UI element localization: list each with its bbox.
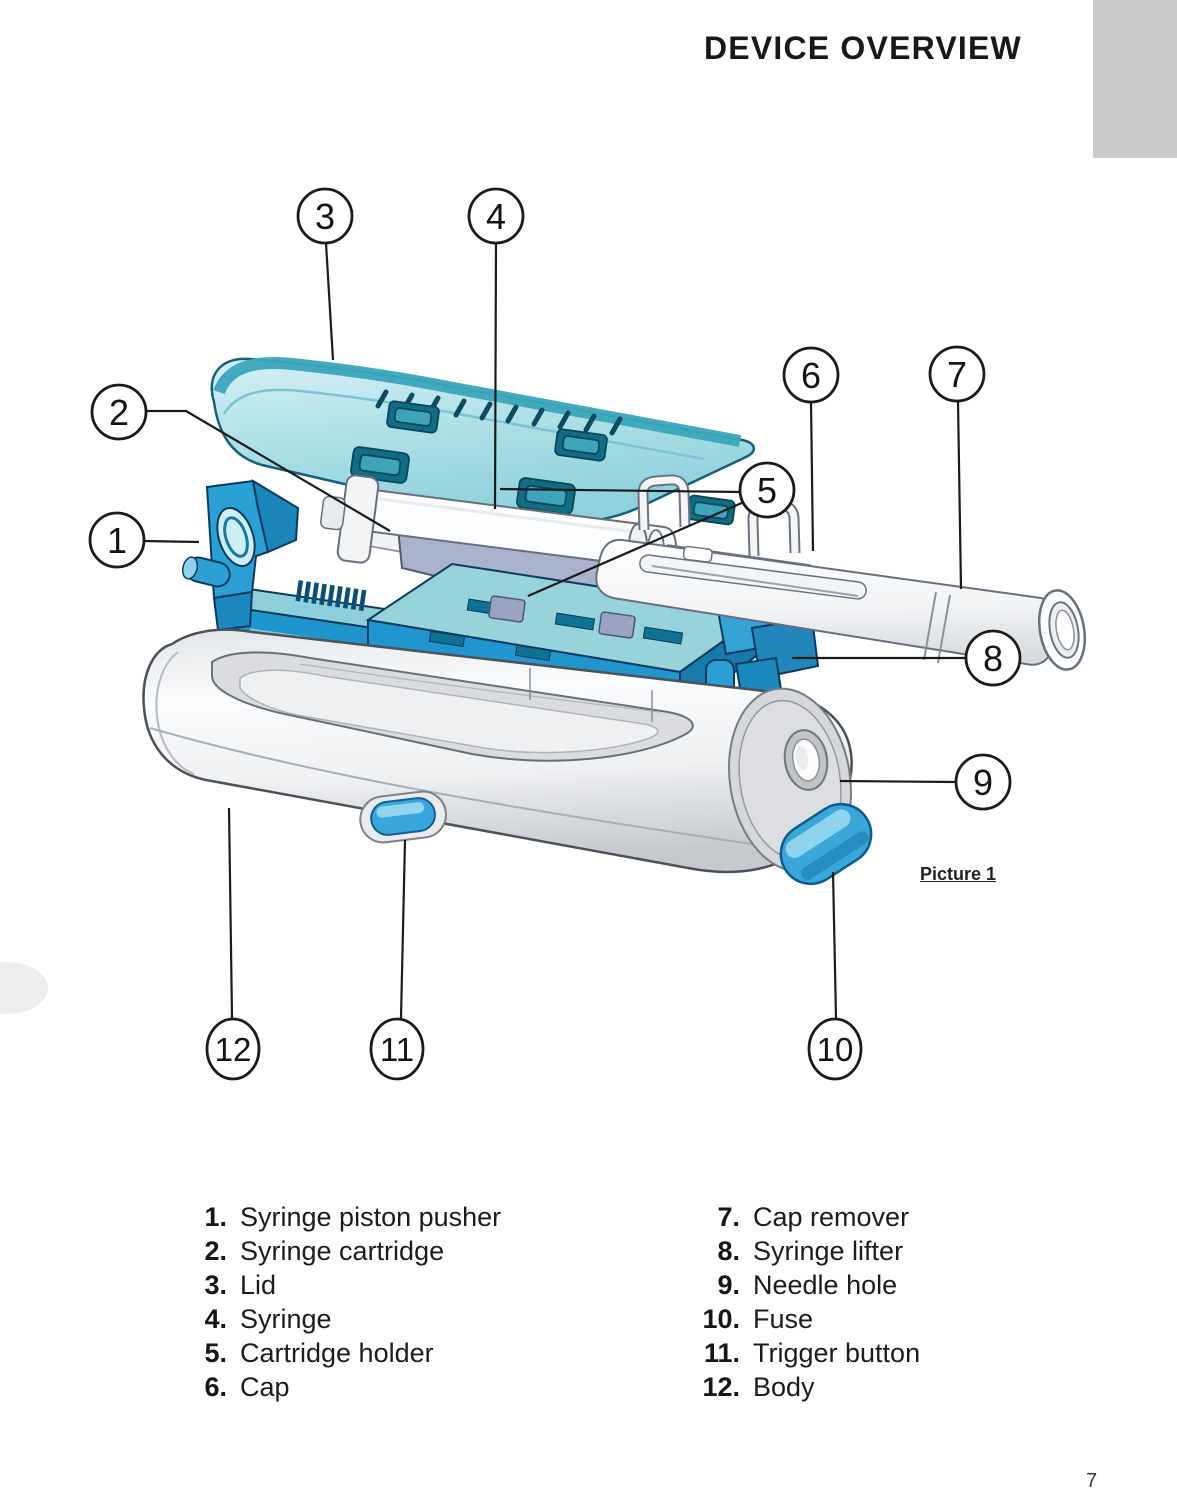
legend-item-label: Body: [753, 1372, 815, 1402]
lid-part: [210, 357, 755, 526]
callout-number-2: 2: [109, 392, 129, 433]
callout-number-5: 5: [757, 470, 777, 511]
legend-item-label: Cap remover: [753, 1202, 910, 1232]
callout-number-8: 8: [983, 638, 1003, 679]
callout-leader-1: [143, 539, 200, 544]
legend-item: 4. Syringe: [195, 1302, 501, 1336]
callout-leader-5: [527, 500, 745, 598]
legend-item-label: Syringe cartridge: [240, 1236, 445, 1266]
lid-embossed-marks: [375, 389, 623, 436]
cap-remover-part: [1037, 589, 1087, 671]
callout-circle-3: [296, 187, 354, 245]
legend-item-number: 4.: [204, 1304, 227, 1334]
lid-clip-tabs: [350, 400, 736, 526]
figure-caption: Picture 1: [920, 864, 997, 884]
callout-circle-9: [954, 753, 1012, 811]
trigger-button-part: [359, 790, 447, 844]
fuse-part: [779, 802, 873, 886]
legend-item: 5. Cartridge holder: [195, 1336, 501, 1370]
legend-item-label: Syringe lifter: [753, 1236, 904, 1266]
legend-item: 6. Cap: [195, 1370, 501, 1404]
legend-item-number: 10.: [702, 1304, 740, 1334]
legend-item: 11. Trigger button: [690, 1336, 920, 1370]
callout-number-3: 3: [315, 196, 335, 237]
callout-number-1: 1: [107, 520, 127, 561]
callout-leader-7: [956, 400, 963, 590]
legend-item-label: Syringe: [240, 1304, 332, 1334]
callout-number-10: 10: [817, 1031, 854, 1068]
callout-circle-2: [90, 383, 148, 441]
legend-item-label: Trigger button: [753, 1338, 921, 1368]
legend-item-label: Cap: [240, 1372, 290, 1402]
legend-item: 12. Body: [690, 1370, 920, 1404]
callout-circle-5: [738, 461, 796, 519]
callout-number-9: 9: [973, 762, 993, 803]
callout-number-6: 6: [801, 355, 821, 396]
legend-item-number: 11.: [703, 1338, 740, 1368]
cap-part: [595, 538, 1087, 671]
page-number: 7: [1086, 1470, 1098, 1492]
callout-leader-11: [399, 839, 407, 1019]
legend-item: 8. Syringe lifter: [690, 1234, 920, 1268]
body-part: [142, 628, 873, 886]
rack-teeth: [295, 580, 367, 612]
corner-gray-block: [1093, 0, 1177, 158]
legend-item-number: 6.: [204, 1372, 227, 1402]
legend-item-number: 2.: [204, 1236, 227, 1266]
callout-circle-1: [88, 511, 146, 569]
callout-number-11: 11: [380, 1031, 414, 1068]
legend-item: 7. Cap remover: [690, 1200, 920, 1234]
legend-item-number: 1.: [204, 1202, 227, 1232]
legend-item: 10. Fuse: [690, 1302, 920, 1336]
legend-item-label: Syringe piston pusher: [240, 1202, 502, 1232]
legend-item-label: Cartridge holder: [240, 1338, 434, 1368]
callout-number-7: 7: [947, 354, 967, 395]
needle-hole: [783, 729, 829, 791]
callout-number-4: 4: [486, 196, 506, 237]
callout-circle-12: [205, 1017, 261, 1081]
callout-leader-9: [839, 779, 957, 784]
callout-circle-4: [467, 187, 525, 245]
callout-leader-3: [324, 242, 335, 361]
callout-circle-6: [782, 346, 840, 404]
legend-item-number: 3.: [204, 1270, 227, 1300]
page-title: DEVICE OVERVIEW: [704, 30, 1022, 66]
legend-column-right: 7. Cap remover 8. Syringe lifter 9. Needle ho…: [690, 1200, 920, 1404]
legend-item-label: Fuse: [753, 1304, 814, 1334]
legend-item-label: Needle hole: [753, 1270, 898, 1300]
callout-leader-10: [831, 871, 838, 1019]
legend-item-label: Lid: [240, 1270, 277, 1300]
callout-leader-4: [493, 242, 498, 510]
callout-leader-6: [809, 401, 815, 552]
legend-item: 3. Lid: [195, 1268, 501, 1302]
legend-item: 2. Syringe cartridge: [195, 1234, 501, 1268]
callout-circle-11: [369, 1017, 425, 1081]
legend-item-number: 8.: [717, 1236, 740, 1266]
scan-artifact: [0, 962, 48, 1014]
legend-column-left: 1. Syringe piston pusher 2. Syringe cartrid…: [195, 1200, 501, 1404]
legend-item-number: 7.: [717, 1202, 740, 1232]
legend-item-number: 12.: [702, 1372, 740, 1402]
callout-number-12: 12: [215, 1031, 252, 1068]
legend-item: 9. Needle hole: [690, 1268, 920, 1302]
callout-circle-8: [964, 629, 1022, 687]
legend-item: 1. Syringe piston pusher: [195, 1200, 501, 1234]
legend-item-number: 9.: [717, 1270, 740, 1300]
callout-circle-7: [928, 345, 986, 403]
callout-leader-12: [227, 807, 234, 1019]
callout-leader-5: [499, 487, 742, 494]
callout-leader-2: [146, 409, 391, 532]
callout-circle-10: [807, 1017, 863, 1081]
legend-item-number: 5.: [204, 1338, 227, 1368]
